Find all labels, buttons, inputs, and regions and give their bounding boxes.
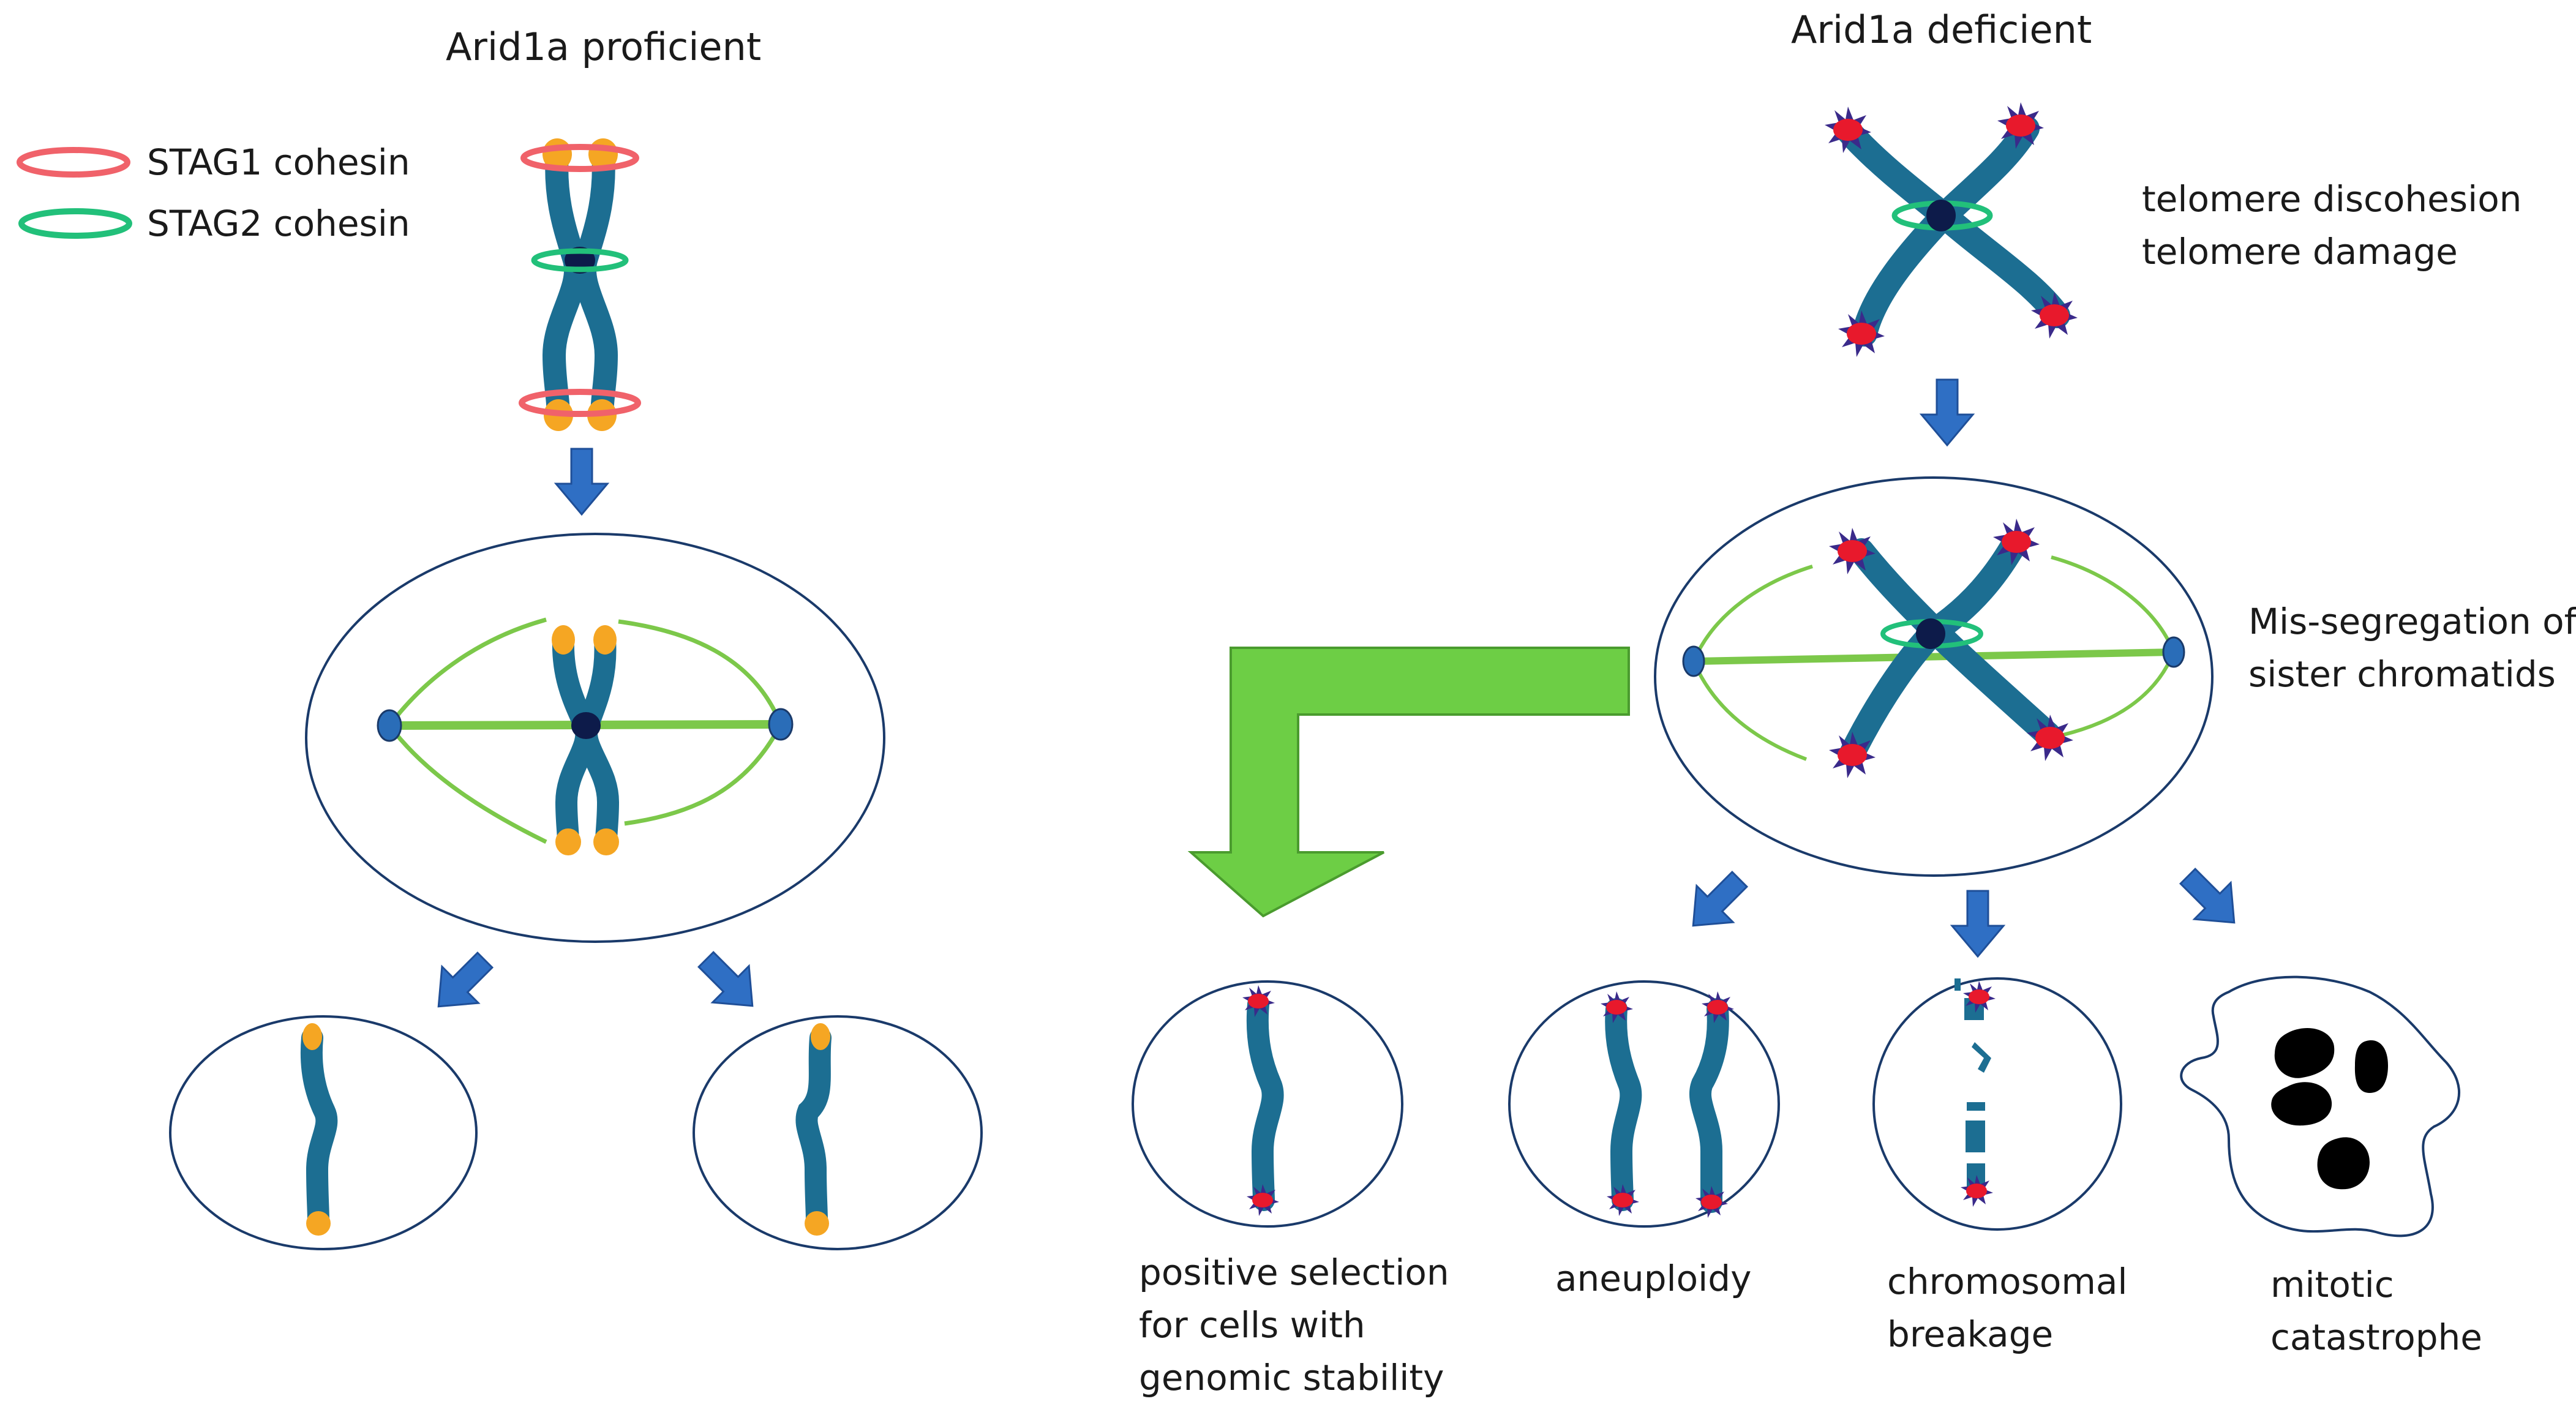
outcome-label-genomic-stability: positive selection for cells with genomi… <box>1139 1246 1449 1404</box>
spindle-pole-right <box>2162 636 2185 668</box>
legend-stag1-ring-icon <box>17 147 130 178</box>
stag1-ring-bottom <box>519 389 641 417</box>
deficient-chromosome <box>1825 102 2078 357</box>
proficient-title: Arid1a proficient <box>446 24 762 69</box>
outcome-label-line: mitotic <box>2270 1264 2394 1305</box>
legend-stag2-label: STAG2 cohesin <box>147 203 410 244</box>
outcome-label-line: for cells with <box>1139 1304 1365 1346</box>
arrow-down-icon <box>1951 890 2005 958</box>
deficient-title: Arid1a deficient <box>1791 7 2092 52</box>
proficient-daughter-cell-right <box>693 1015 983 1250</box>
telomere-annotation-line: telomere discohesion <box>2142 178 2522 220</box>
spindle-pole-right <box>768 708 794 741</box>
outcome-label-aneuploidy: aneuploidy <box>1555 1252 1751 1305</box>
missegregation-annotation-line: Mis-segregation of <box>2248 601 2576 642</box>
outcome-label-line: catastrophe <box>2270 1316 2482 1358</box>
outcome-cell-chromosomal-breakage <box>1872 977 2122 1231</box>
outcome-label-line: positive selection <box>1139 1252 1449 1293</box>
outcome-label-mitotic-catastrophe: mitotic catastrophe <box>2270 1258 2482 1364</box>
proficient-mitotic-cell <box>305 533 885 943</box>
telomere-annotation: telomere discohesion telomere damage <box>2142 173 2522 278</box>
proficient-daughter-cell-left <box>169 1015 478 1250</box>
telomere-annotation-line: telomere damage <box>2142 231 2458 272</box>
legend-stag2-ring-icon <box>18 208 132 239</box>
stag2-ring-centromere <box>531 248 629 272</box>
outcome-cell-genomic-stability <box>1132 980 1403 1228</box>
legend-stag1-label: STAG1 cohesin <box>147 141 410 183</box>
arrow-down-icon <box>1920 378 1974 446</box>
arrow-down-left-icon <box>1674 860 1759 945</box>
outcome-label-line: breakage <box>1887 1313 2054 1355</box>
proficient-chromosome <box>519 138 641 431</box>
arrow-down-right-icon <box>686 940 772 1025</box>
outcome-cell-aneuploidy <box>1508 980 1780 1228</box>
spindle-pole-left <box>377 709 402 742</box>
stag1-ring-top <box>520 144 639 172</box>
outcome-label-line: genomic stability <box>1139 1357 1444 1398</box>
arrow-down-icon <box>555 448 609 516</box>
missegregation-annotation: Mis-segregation of sister chromatids <box>2248 595 2576 700</box>
outcome-label-chromosomal-breakage: chromosomal breakage <box>1887 1255 2128 1361</box>
deficient-mitotic-cell <box>1654 476 2214 877</box>
outcome-cell-mitotic-catastrophe <box>2180 975 2460 1237</box>
outcome-label-line: aneuploidy <box>1555 1258 1752 1299</box>
outcome-label-line: chromosomal <box>1887 1261 2128 1302</box>
missegregation-annotation-line: sister chromatids <box>2248 653 2556 695</box>
selection-arrow-icon <box>1187 647 1630 918</box>
arrow-down-left-icon <box>419 940 505 1026</box>
spindle-pole-left <box>1682 645 1705 677</box>
arrow-down-right-icon <box>2168 857 2253 942</box>
